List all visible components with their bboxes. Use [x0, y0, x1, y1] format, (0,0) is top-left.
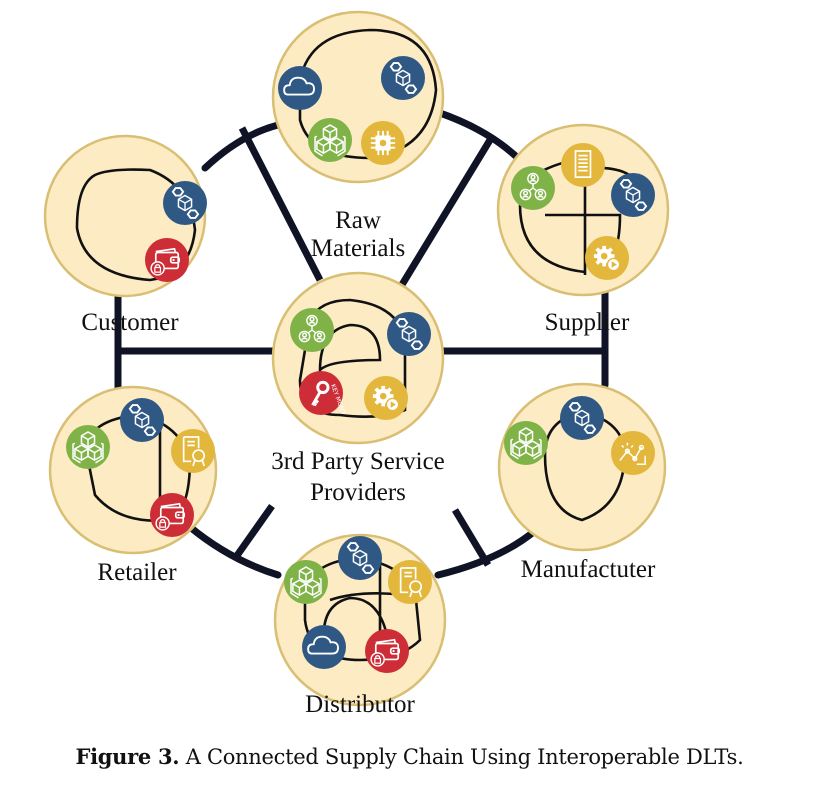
blockchain-icon: [560, 396, 604, 440]
node-raw-materials: [271, 10, 445, 184]
cubes-icon: [308, 118, 352, 162]
cubes-icon: [284, 560, 328, 604]
cloud-icon: [302, 625, 346, 669]
link-center-distributor: [451, 508, 492, 567]
cloud-icon-badge: [278, 66, 322, 110]
node-label-third-party-service-providers: 3rd Party Service: [271, 448, 445, 475]
figure-caption: Figure 3. A Connected Supply Chain Using…: [0, 744, 819, 769]
link-center-raw-materials: [238, 126, 324, 282]
node-supplier: [496, 123, 670, 297]
certificate-icon: [388, 560, 432, 604]
wallet-icon-badge: [150, 493, 194, 537]
node-distributor: [273, 533, 447, 707]
node-label-supplier: Supplier: [545, 309, 630, 336]
wallet-icon-badge: [365, 629, 409, 673]
analytics-icon: [611, 431, 655, 475]
figure-caption-text: A Connected Supply Chain Using Interoper…: [179, 745, 744, 769]
node-label-third-party-service-providers: Providers: [310, 479, 406, 506]
blockchain-icon: [381, 56, 425, 100]
node-retailer: [48, 385, 218, 555]
figure-number: Figure 3.: [75, 744, 180, 769]
certificate-icon-badge: [171, 429, 215, 473]
node-circle: [497, 382, 667, 552]
link-raw-materials-supplier: [433, 108, 526, 166]
center-spokes: [118, 126, 605, 567]
node-manufacturer: [497, 382, 667, 552]
certificate-icon: [171, 429, 215, 473]
blockchain-icon: [338, 536, 382, 580]
node-label-retailer: Retailer: [97, 559, 177, 586]
link-center-retailer: [233, 503, 275, 560]
cloud-icon: [278, 66, 322, 110]
certificate-icon-badge: [388, 560, 432, 604]
link-customer-raw-materials: [201, 121, 282, 172]
node-label-raw-materials: Raw: [335, 207, 381, 234]
analytics-icon-badge: [611, 431, 655, 475]
link-distributor-retailer: [186, 523, 282, 579]
wallet-icon: [145, 238, 189, 282]
node-label-distributor: Distributor: [305, 691, 415, 718]
node-label-manufacturer: Manufactuter: [521, 556, 656, 583]
wallet-icon: [365, 629, 409, 673]
node-label-raw-materials: Materials: [311, 235, 405, 262]
server-icon: [561, 143, 605, 187]
wallet-icon: [150, 493, 194, 537]
cubes-icon: [504, 421, 548, 465]
blockchain-icon: [387, 312, 431, 356]
internal-network-lines: [303, 556, 422, 662]
wallet-icon-badge: [145, 238, 189, 282]
link-manufacturer-distributor: [434, 526, 540, 579]
blockchain-icon: [120, 398, 164, 442]
server-icon-badge: [561, 143, 605, 187]
node-label-customer: Customer: [81, 309, 179, 336]
key-icon: KEY MGMT: [299, 371, 347, 416]
users-icon: [511, 166, 555, 210]
blockchain-icon: [611, 173, 655, 217]
node-third-party-service-providers: KEY MGMT: [271, 271, 445, 445]
blockchain-icon: [163, 181, 207, 225]
cubes-icon: [66, 425, 110, 469]
node-customer: [43, 134, 207, 298]
users-icon: [290, 308, 334, 352]
link-center-supplier: [397, 138, 493, 290]
gear-play-icon: [585, 236, 629, 280]
chip-icon: [361, 121, 405, 165]
gear-play-icon: [364, 376, 408, 420]
cloud-icon-badge: [302, 625, 346, 669]
